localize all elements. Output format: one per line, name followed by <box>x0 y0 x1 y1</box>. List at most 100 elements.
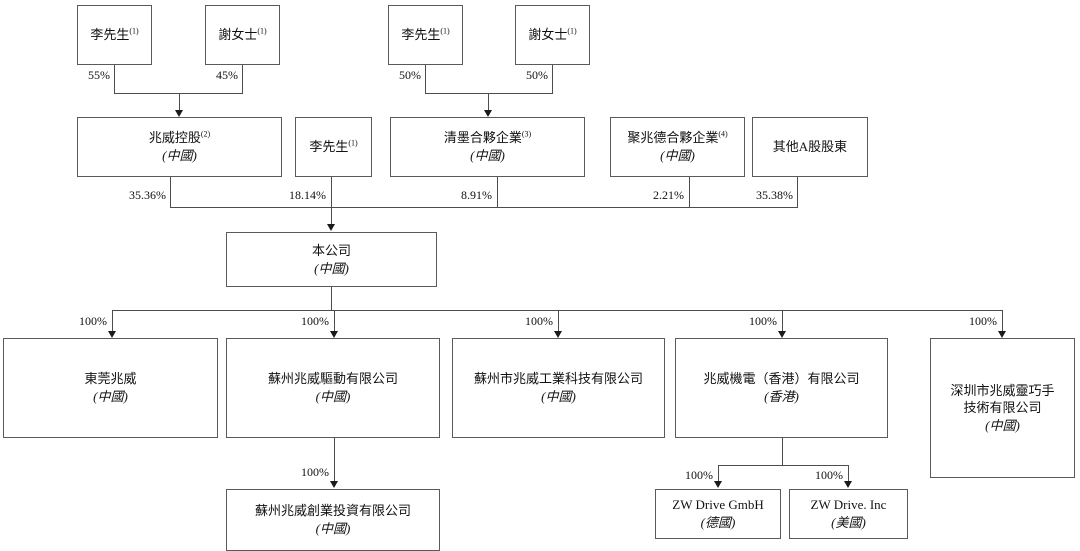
connector-b-to-qingmo <box>488 93 489 111</box>
connector-holding-down <box>170 177 171 207</box>
pct-li-direct-1814: 18.14% <box>289 188 326 202</box>
connector-suzhou-drive-to-venture <box>334 438 335 482</box>
node-country: (中國) <box>660 148 695 163</box>
connector-to-dongguan <box>112 310 113 332</box>
pct-suzhou-drive-100: 100% <box>301 314 329 328</box>
connector-xie-b-down <box>552 65 553 93</box>
arrow-to-zw-gmbh <box>714 481 722 488</box>
connector-bus-a <box>114 93 243 94</box>
pct-xie-b-50: 50% <box>526 68 548 82</box>
node-country: (中國) <box>315 389 351 404</box>
connector-to-zw-gmbh <box>718 465 719 482</box>
node-label: 李先生(1) <box>401 26 450 43</box>
connector-bus-shareholders <box>170 207 798 208</box>
pct-juzhaode-221: 2.21% <box>653 188 684 202</box>
connector-juzhaode-down <box>689 177 690 207</box>
node-suzhou-drive: 蘇州兆威驅動有限公司 (中國) <box>226 338 440 438</box>
footnote-marker: (3) <box>521 130 532 140</box>
arrow-to-suzhou-venture <box>330 481 338 488</box>
arrow-to-zw-inc <box>844 481 852 488</box>
node-li-mr-direct: 李先生(1) <box>295 117 372 177</box>
node-country: (中國) <box>315 521 351 536</box>
pct-shenzhen-hand-100: 100% <box>969 314 997 328</box>
pct-xie-a-45: 45% <box>216 68 238 82</box>
arrow-to-shenzhen-hand <box>998 331 1006 338</box>
pct-zw-gmbh-100: 100% <box>685 468 713 482</box>
node-li-mr-b: 李先生(1) <box>388 5 463 65</box>
node-qingmo-partnership: 清墨合夥企業(3) (中國) <box>390 117 585 177</box>
connector-qingmo-down <box>497 177 498 207</box>
arrow-to-dongguan <box>108 331 116 338</box>
node-label: 清墨合夥企業(3) <box>443 130 532 146</box>
node-suzhou-venture-investment: 蘇州兆威創業投資有限公司 (中國) <box>226 489 440 551</box>
node-country: (中國) <box>93 389 128 404</box>
connector-to-suzhou-industrial <box>558 310 559 332</box>
pct-hk-100: 100% <box>749 314 777 328</box>
node-juzhaode-partnership: 聚兆德合夥企業(4) (中國) <box>610 117 745 177</box>
connector-a-to-holding <box>179 93 180 111</box>
connector-bus-zw <box>718 465 848 466</box>
pct-suzhou-venture-100: 100% <box>301 465 329 479</box>
pct-suzhou-industrial-100: 100% <box>525 314 553 328</box>
footnote-marker: (1) <box>567 26 577 36</box>
node-label: ZW Drive. Inc <box>810 497 887 513</box>
footnote-marker: (4) <box>718 130 728 140</box>
node-label: 謝女士(1) <box>528 26 577 43</box>
node-zhaowei-hk: 兆威機電（香港）有限公司 (香港) <box>675 338 888 438</box>
connector-li-a-down <box>114 65 115 93</box>
arrow-to-company <box>327 224 335 231</box>
node-label: 兆威機電（香港）有限公司 <box>703 371 860 387</box>
node-country: (德國) <box>700 515 736 530</box>
connector-to-suzhou-drive <box>334 310 335 332</box>
pct-zw-inc-100: 100% <box>815 468 843 482</box>
node-label: 李先生(1) <box>309 138 358 155</box>
connector-li-b-down <box>425 65 426 93</box>
pct-dongguan-100: 100% <box>79 314 107 328</box>
pct-li-a-55: 55% <box>88 68 110 82</box>
node-suzhou-industrial-tech: 蘇州市兆威工業科技有限公司 (中國) <box>452 338 665 438</box>
arrow-to-zhaowei-holding <box>175 110 183 117</box>
footnote-marker: (2) <box>200 130 211 140</box>
node-shenzhen-dexterous-hand: 深圳市兆威靈巧手 技術有限公司 (中國) <box>930 338 1075 478</box>
node-label: 兆威控股(2) <box>148 130 211 146</box>
node-label: 聚兆德合夥企業(4) <box>627 130 728 146</box>
connector-bus-to-company <box>331 177 332 225</box>
pct-holding-3536: 35.36% <box>129 188 166 202</box>
connector-company-down <box>331 287 332 310</box>
node-country: (香港) <box>764 389 799 404</box>
node-label: ZW Drive GmbH <box>672 497 764 513</box>
arrow-to-qingmo <box>484 110 492 117</box>
node-label: 蘇州兆威驅動有限公司 <box>267 371 398 387</box>
connector-hk-down <box>782 438 783 465</box>
connector-other-a-down <box>797 177 798 207</box>
node-xie-ms-a: 謝女士(1) <box>205 5 280 65</box>
node-other-a-shareholders: 其他A股股東 <box>752 117 868 177</box>
node-country: (中國) <box>541 389 576 404</box>
node-country: (中國) <box>162 148 197 163</box>
node-label: 深圳市兆威靈巧手 技術有限公司 <box>950 382 1055 416</box>
node-the-company: 本公司 (中國) <box>226 232 437 287</box>
node-country: (美國) <box>831 515 866 530</box>
arrow-to-hk <box>778 331 786 338</box>
footnote-marker: (1) <box>257 26 267 36</box>
connector-bus-b <box>425 93 553 94</box>
footnote-marker: (1) <box>348 138 358 148</box>
node-label: 東莞兆威 <box>84 371 137 387</box>
pct-qingmo-891: 8.91% <box>461 188 492 202</box>
connector-to-shenzhen-hand <box>1002 310 1003 332</box>
footnote-marker: (1) <box>440 26 450 36</box>
node-zhaowei-holding: 兆威控股(2) (中國) <box>77 117 282 177</box>
node-label: 謝女士(1) <box>218 26 267 43</box>
node-country: (中國) <box>314 260 349 276</box>
connector-to-zw-inc <box>848 465 849 482</box>
node-label: 蘇州兆威創業投資有限公司 <box>254 503 411 519</box>
node-country: (中國) <box>470 148 505 163</box>
node-label: 其他A股股東 <box>772 139 848 155</box>
footnote-marker: (1) <box>129 26 139 36</box>
node-zw-drive-gmbh: ZW Drive GmbH (德國) <box>655 489 781 539</box>
arrow-to-suzhou-drive <box>330 331 338 338</box>
connector-xie-a-down <box>242 65 243 93</box>
connector-to-hk <box>782 310 783 332</box>
pct-li-b-50: 50% <box>399 68 421 82</box>
